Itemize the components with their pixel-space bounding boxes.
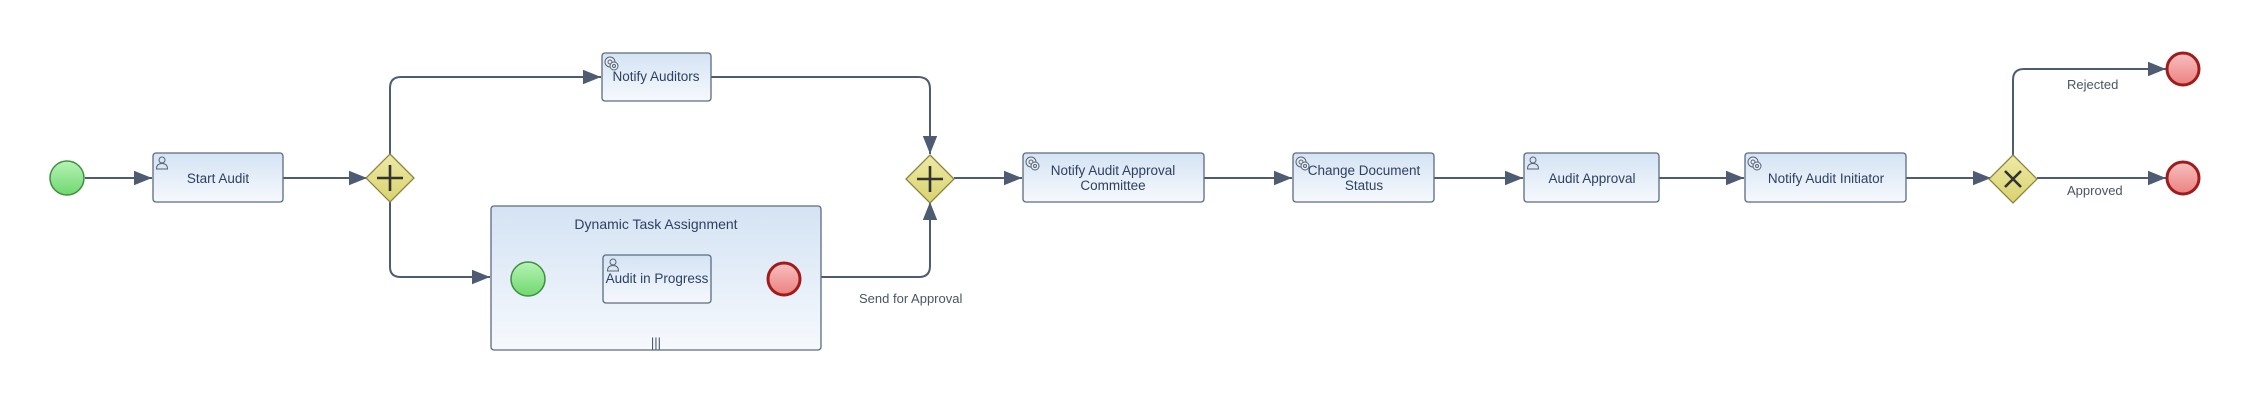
plus-icon [917,166,943,192]
task-start-audit[interactable]: Start Audit [152,152,284,203]
subprocess-title: Dynamic Task Assignment [574,216,737,232]
task-notify-audit-initiator[interactable]: Notify Audit Initiator [1744,152,1907,203]
exclusive-gateway-decision[interactable] [1988,154,2038,204]
flow-rejected[interactable] [2012,61,2166,156]
flow-split-to-notify-auditors[interactable] [389,69,601,155]
parallel-gateway-join[interactable] [905,154,955,204]
task-label-line1: Notify Audit Approval [1051,163,1176,178]
task-notify-audit-approval-committee[interactable]: Notify Audit Approval Committee [1022,152,1205,203]
task-label-line2: Committee [1080,178,1145,193]
service-task-icon [604,56,619,71]
service-task-icon [1747,156,1762,171]
flow-label-rejected: Rejected [2067,77,2118,92]
task-audit-in-progress[interactable]: Audit in Progress [602,254,712,304]
inner-end-event[interactable] [766,261,802,297]
task-label: Start Audit [187,171,250,186]
end-event-approved[interactable] [2165,160,2201,196]
flow-split-to-subprocess[interactable] [389,201,490,285]
subprocess-dynamic-task-assignment[interactable]: Dynamic Task Assignment ||| Audit in Pro… [490,205,822,351]
x-icon [2004,170,2022,188]
start-event[interactable] [49,160,85,196]
service-task-icon [1295,156,1310,171]
flow-send-for-approval[interactable] [821,202,938,278]
flow-label-send-for-approval: Send for Approval [859,291,962,306]
task-label: Notify Auditors [612,69,699,84]
flow-label-approved: Approved [2067,183,2123,198]
task-label-line2: Status [1345,178,1384,193]
user-task-icon [606,258,620,272]
end-event-rejected[interactable] [2165,51,2201,87]
user-task-icon [155,156,169,170]
task-notify-auditors[interactable]: Notify Auditors [601,52,712,102]
task-label: Notify Audit Initiator [1768,171,1885,186]
multi-instance-marker: ||| [651,335,661,350]
service-task-icon [1025,156,1040,171]
task-label-line1: Change Document [1308,163,1421,178]
task-change-document-status[interactable]: Change Document Status [1292,152,1435,203]
plus-icon [377,165,403,191]
task-label: Audit Approval [1548,171,1635,186]
parallel-gateway-split[interactable] [365,153,415,203]
inner-start-event[interactable] [510,261,546,297]
flow-notify-auditors-to-join[interactable] [711,76,938,154]
task-audit-approval[interactable]: Audit Approval [1523,152,1660,203]
task-label: Audit in Progress [606,271,709,286]
user-task-icon [1526,156,1540,170]
